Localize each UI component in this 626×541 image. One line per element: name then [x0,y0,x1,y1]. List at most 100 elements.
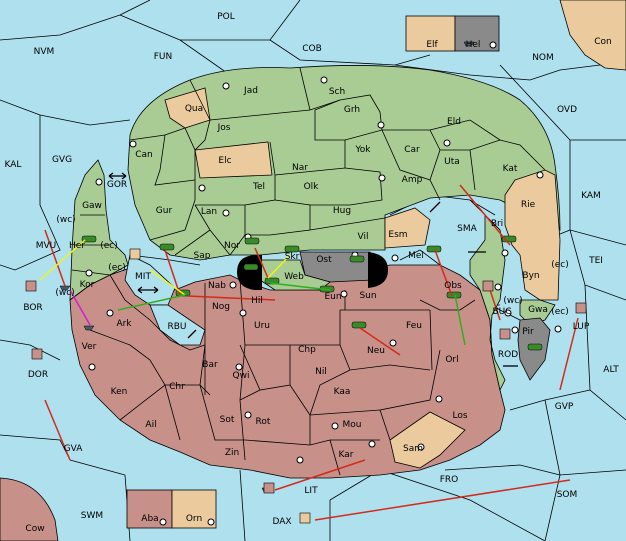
territory-label: Kaa [334,387,351,397]
territory-label: Ver [82,342,97,352]
territory-label: Zin [225,448,239,458]
territory-label: (ec) [108,263,126,273]
territory-label: Vil [358,232,369,242]
territory-label: NOM [532,53,554,63]
territory-label: GVA [64,444,84,454]
territory-label: Sam [403,444,423,454]
territory-label: GVP [555,402,574,412]
territory-label: DOR [28,370,48,380]
territory-label: Ail [145,420,156,430]
territory-label: Amp [402,175,423,185]
territory-label: Neu [367,346,385,356]
territory-label: RBU [167,322,186,332]
territory-label: Rot [256,417,271,427]
territory-label: SWM [81,511,103,521]
territory-label: OVD [557,105,577,115]
tunnel-east [368,252,388,288]
territory-label: Nor [224,241,240,251]
territory-label: Tel [252,182,265,192]
territory-label: Kat [503,164,518,174]
territory-label: Eld [447,117,461,127]
territory-label: COB [302,44,322,54]
territory-rie-byn[interactable] [504,169,561,301]
territory-label: Con [594,37,612,47]
territory-con[interactable] [559,0,626,71]
territory-label: Ark [116,319,132,329]
territory-label: Web [284,272,304,282]
territory-label: Eun [324,292,341,302]
territory-label: Jad [243,86,258,96]
territory-label: Lan [201,207,217,217]
territory-label: MVU [36,241,57,251]
territory-label: Hel [466,40,481,50]
territory-label: Olk [304,182,320,192]
territory-label: Sch [329,87,345,97]
territory-label: Kor [80,280,95,290]
territory-label: Elc [218,156,231,166]
territory-label: BUC [492,307,511,317]
territory-label: Feu [406,321,422,331]
territory-label: Mou [343,420,362,430]
territory-label: Qua [185,104,203,114]
territory-label: Chr [169,382,185,392]
territory-label: Can [135,150,153,160]
territory-label: (wc) [55,288,74,298]
territory-label: (ec) [100,241,118,251]
territory-esm[interactable] [384,207,431,249]
territory-sam[interactable] [389,411,466,469]
supply-centers [85,41,562,526]
territory-label: Sun [359,291,376,301]
territory-label: Ost [316,255,332,265]
territory-label: KAL [5,160,22,170]
territory-label: Bri [491,219,503,229]
territory-label: MIT [135,272,151,282]
territory-label: ALT [603,365,619,375]
territory-label: Chp [298,345,316,355]
territory-label: Orl [445,355,458,365]
territory-elc[interactable] [194,141,273,179]
territory-right-arm[interactable] [469,214,506,392]
territory-label: Pir [522,327,534,337]
territory-label: KAM [581,191,601,201]
territory-label: Obs [444,281,462,291]
channel-arrows [108,172,518,367]
territory-label: Uta [444,157,460,167]
territory-label: LUP [573,322,590,332]
territory-label: Jos [217,123,231,133]
territory-label: Gaw [82,201,102,211]
territory-cow[interactable] [0,477,59,541]
territory-label: Byn [522,271,539,281]
territory-label: (ec) [551,307,569,317]
territory-label: Cow [25,524,44,534]
territory-label: Skr [285,252,300,262]
territory-label: (wc) [503,296,522,306]
territory-label: SMA [457,224,477,234]
green-borders [71,67,546,276]
territory-label: Los [452,411,467,421]
territory-label: Nab [208,281,226,291]
territory-label: NVM [34,47,55,57]
territory-label: Yok [354,145,371,155]
territory-label: Qwi [233,371,250,381]
territory-label: DAX [272,517,291,527]
territory-label: Orn [186,514,202,524]
territory-label: Sot [220,415,235,425]
territory-label: Hil [251,296,263,306]
orders [39,184,579,521]
territory-label: Gwa [528,305,548,315]
territory-label: Nar [292,163,308,173]
territory-label: Gur [156,206,173,216]
territory-label: TEI [588,256,603,266]
territory-label: FRO [440,475,459,485]
territory-label: Elf [426,40,438,50]
territory-label: (wc) [56,215,75,225]
territory-label: Aba [141,514,158,524]
territory-label: Car [404,145,420,155]
territory-label: FUN [154,52,173,62]
territory-label: GOR [107,180,127,190]
territory-label: (ec) [551,260,569,270]
territory-label: LIT [304,486,318,496]
territory-label: Grh [344,105,360,115]
